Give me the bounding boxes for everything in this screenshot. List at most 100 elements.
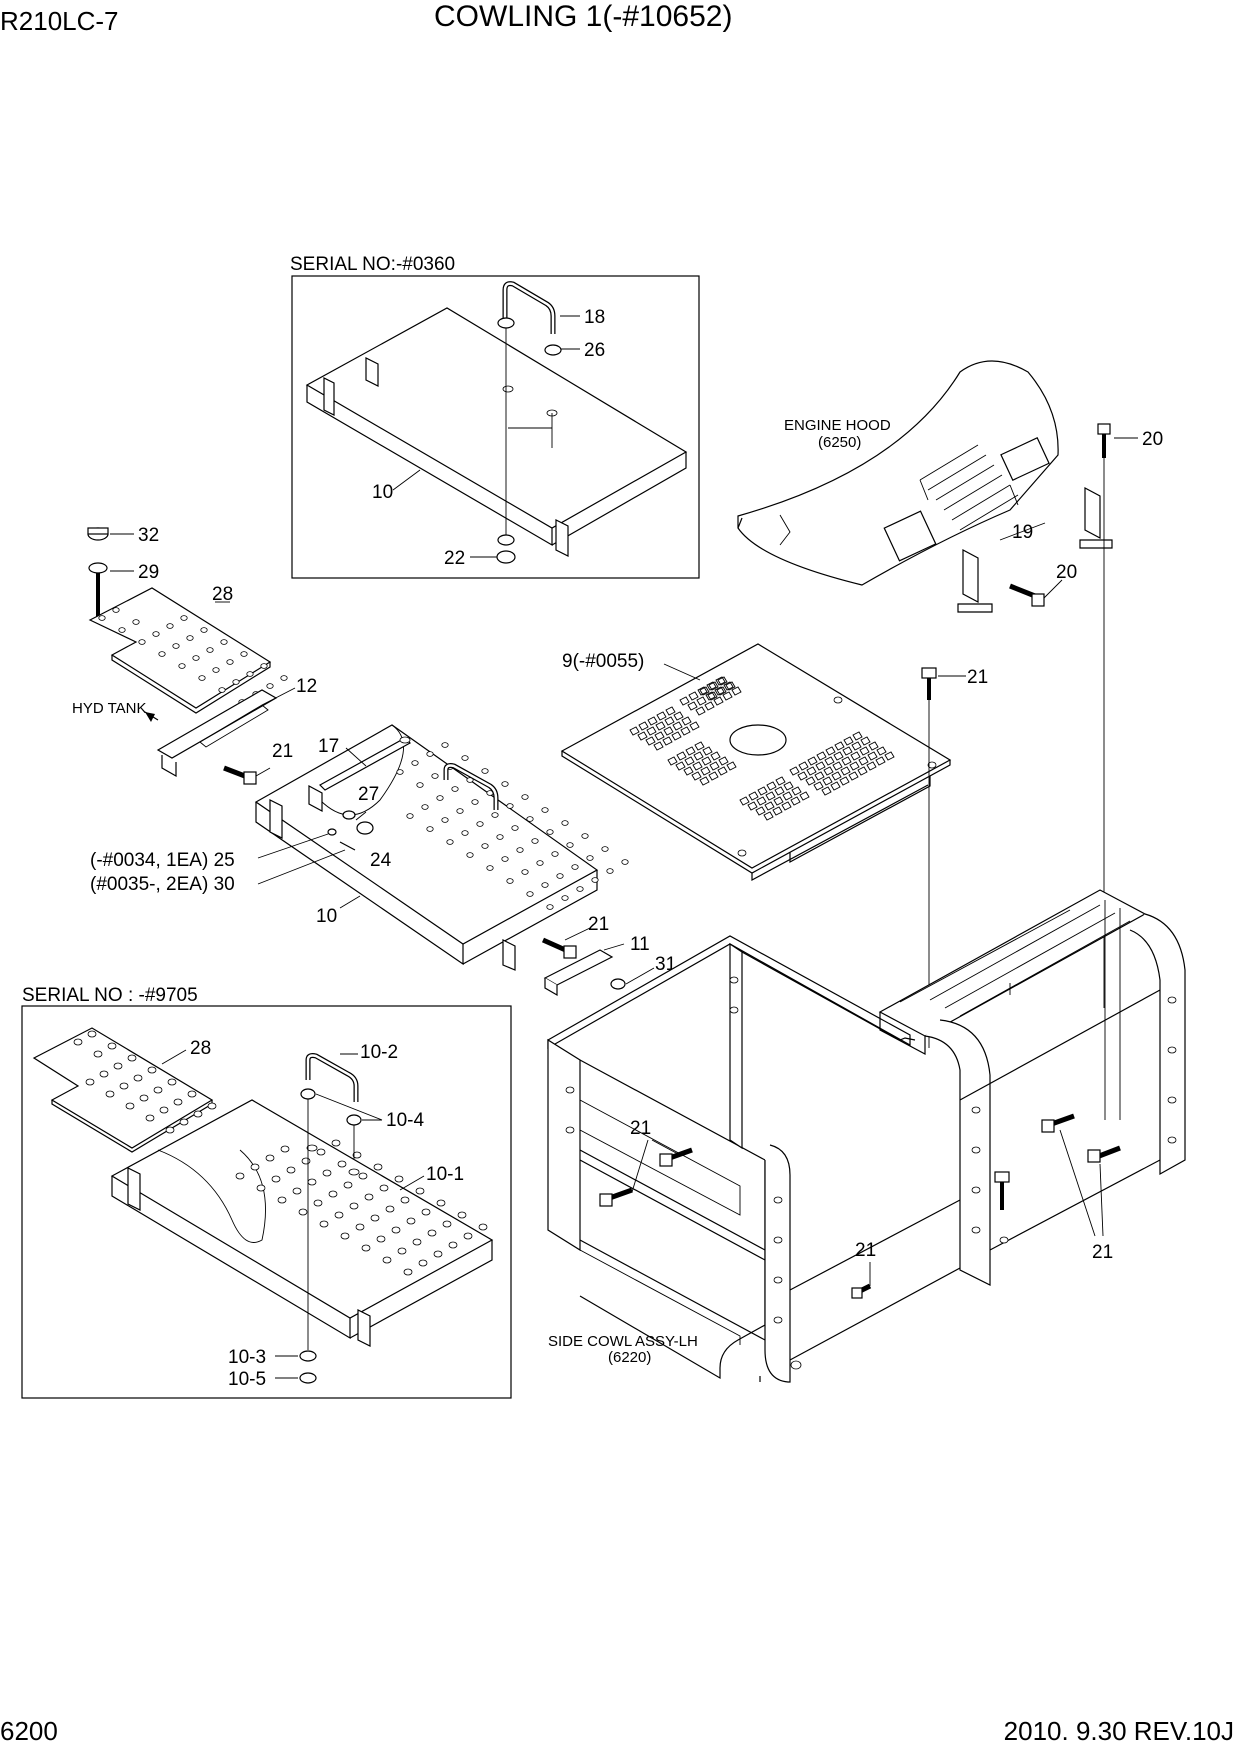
vent-slot: [647, 716, 658, 726]
perforation-hole: [193, 1110, 203, 1118]
callout-21b: 21: [967, 667, 988, 688]
perforation-hole: [576, 886, 584, 892]
perforation-hole: [355, 1223, 365, 1231]
vent-slot: [709, 761, 720, 771]
vent-slot: [839, 776, 850, 786]
cover-plate-10-top: [305, 307, 688, 529]
vent-slot: [685, 746, 696, 756]
nut-10-5: [299, 1372, 317, 1384]
perforation-hole: [250, 1163, 260, 1171]
vent-slot: [840, 766, 851, 776]
perforation-hole: [147, 1066, 157, 1074]
perforation-hole: [271, 1175, 281, 1183]
perforation-hole: [427, 1229, 437, 1237]
perforation-hole: [212, 667, 220, 673]
perforation-hole: [463, 1232, 473, 1240]
vent-slot: [859, 746, 870, 756]
perforation-hole: [158, 651, 166, 657]
vent-slot: [747, 801, 758, 811]
perforation-hole: [256, 1184, 266, 1192]
perforation-hole: [476, 821, 484, 827]
vent-slot: [663, 726, 674, 736]
cover-plate-10-middle-group: 17 27 (-#0034, 1EA) 25 24 (#0035-, 2EA) …: [90, 724, 629, 971]
bolt-21f-1: [994, 1171, 1010, 1183]
engine-hood-shell: [737, 360, 1059, 586]
perforation-hole: [127, 1054, 137, 1062]
vent-slot: [815, 761, 826, 771]
perforation-hole: [145, 1114, 155, 1122]
revision-date: 2010. 9.30 REV.10J: [1003, 1716, 1234, 1746]
vent-slot: [699, 686, 710, 696]
bolt-20-top: [1097, 423, 1111, 435]
perforation-hole: [466, 852, 474, 858]
perforation-hole: [364, 1193, 374, 1201]
perforation-hole: [173, 1098, 183, 1106]
vent-slot: [679, 696, 690, 706]
vent-slot: [824, 756, 835, 766]
perforation-hole: [385, 1205, 395, 1213]
vent-slot: [807, 756, 818, 766]
perforation-hole: [220, 639, 228, 645]
perforation-hole: [436, 795, 444, 801]
perforation-hole: [421, 804, 429, 810]
perforation-hole: [403, 1268, 413, 1276]
perforation-hole: [322, 1169, 332, 1177]
vent-slot: [654, 731, 665, 741]
callout-10-top: 10: [372, 482, 393, 503]
perforation-hole: [187, 1090, 197, 1098]
panel-9-group: 9(-#0055) 21: [560, 643, 988, 1048]
perforation-hole: [280, 675, 288, 681]
perforation-hole: [186, 635, 194, 641]
perforation-hole: [426, 751, 434, 757]
vent-slot: [731, 686, 742, 696]
perforation-hole: [451, 786, 459, 792]
perforation-hole: [361, 1244, 371, 1252]
perforation-hole: [461, 830, 469, 836]
perforation-hole: [441, 817, 449, 823]
frame-front-left-post: [547, 1038, 581, 1252]
latch-19-left: [962, 549, 979, 603]
callout-28-top: 28: [212, 584, 233, 605]
perforation-hole: [606, 868, 614, 874]
vent-slot: [638, 721, 649, 731]
perforation-hole: [298, 1208, 308, 1216]
perforation-hole: [496, 834, 504, 840]
perforation-hole: [358, 1172, 368, 1180]
vent-slot: [849, 761, 860, 771]
pin-25: [327, 828, 337, 836]
perforation-hole: [349, 1202, 359, 1210]
perforation-hole: [481, 768, 489, 774]
perforation-hole: [591, 877, 599, 883]
vent-slot: [756, 796, 767, 806]
vent-slot: [799, 791, 810, 801]
perforation-hole: [119, 1082, 129, 1090]
callout-26: 26: [584, 340, 605, 361]
perforation-hole: [541, 807, 549, 813]
perforation-hole: [621, 859, 629, 865]
vent-slot: [868, 741, 879, 751]
vent-slot: [848, 771, 859, 781]
vent-slot: [875, 756, 886, 766]
perforation-hole: [206, 647, 214, 653]
perforation-hole: [526, 891, 534, 897]
callout-24: 24: [370, 850, 392, 871]
vent-slot: [629, 726, 640, 736]
perforation-hole: [379, 1184, 389, 1192]
perforation-hole: [159, 1106, 169, 1114]
perforation-hole: [516, 847, 524, 853]
perforation-hole: [521, 794, 529, 800]
panel-9: [560, 643, 952, 869]
stopper-group: 21 11 31: [541, 914, 676, 997]
perforation-hole: [107, 1042, 117, 1050]
vent-slot: [816, 751, 827, 761]
page-number: 6200: [0, 1716, 58, 1746]
perforation-hole: [461, 755, 469, 761]
vent-slot: [790, 796, 801, 806]
perforation-hole: [87, 1030, 97, 1038]
perforation-hole: [352, 1151, 362, 1159]
vent-slot: [798, 761, 809, 771]
perforation-hole: [226, 659, 234, 665]
nut-26b: [544, 344, 562, 356]
latch-17: [319, 737, 411, 791]
